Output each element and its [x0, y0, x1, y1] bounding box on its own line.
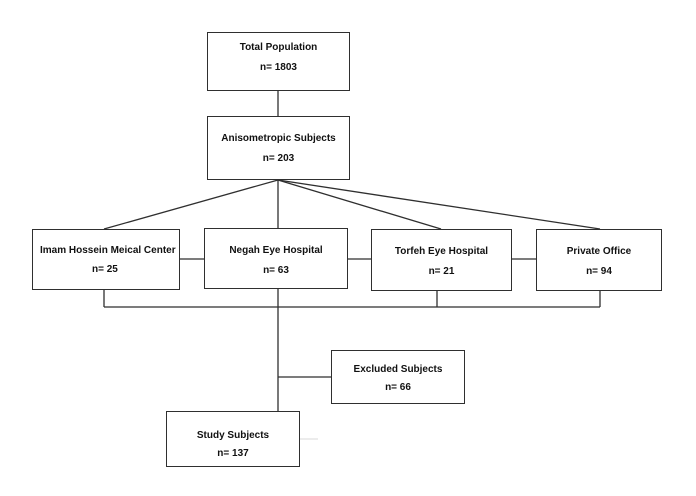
private-office-box: Private Office n= 94	[536, 229, 662, 291]
excluded-subjects-title: Excluded Subjects	[353, 364, 443, 375]
study-subjects-count: n= 137	[217, 448, 249, 459]
torfeh-eye-hospital-box: Torfeh Eye Hospital n= 21	[371, 229, 512, 291]
anisometropic-subjects-box: Anisometropic Subjects n= 203	[207, 116, 350, 180]
excluded-subjects-count: n= 66	[385, 382, 411, 393]
imam-hossein-center-title: Imam Hossein Meical Center	[40, 245, 176, 256]
study-subjects-box: Study Subjects n= 137	[166, 411, 300, 467]
private-office-count: n= 94	[586, 266, 612, 277]
negah-eye-hospital-box: Negah Eye Hospital n= 63	[204, 228, 348, 289]
total-population-count: n= 1803	[260, 62, 297, 73]
total-population-box: Total Population n= 1803	[207, 32, 350, 91]
anisometropic-subjects-title: Anisometropic Subjects	[221, 133, 336, 144]
total-population-title: Total Population	[239, 42, 318, 53]
connector-aniso-to-private	[277, 179, 601, 230]
anisometropic-subjects-count: n= 203	[262, 153, 295, 164]
connector-aniso-to-torfeh	[277, 179, 442, 230]
torfeh-eye-hospital-title: Torfeh Eye Hospital	[394, 246, 489, 257]
torfeh-eye-hospital-count: n= 21	[428, 266, 455, 277]
study-subjects-title: Study Subjects	[196, 430, 270, 441]
private-office-title: Private Office	[566, 246, 632, 257]
negah-eye-hospital-title: Negah Eye Hospital	[229, 245, 323, 256]
imam-hossein-center-count: n= 25	[92, 264, 118, 275]
imam-hossein-center-box: Imam Hossein Meical Center n= 25	[32, 229, 180, 290]
negah-eye-hospital-count: n= 63	[263, 265, 289, 276]
connector-aniso-to-imam	[103, 179, 279, 230]
excluded-subjects-box: Excluded Subjects n= 66	[331, 350, 465, 404]
